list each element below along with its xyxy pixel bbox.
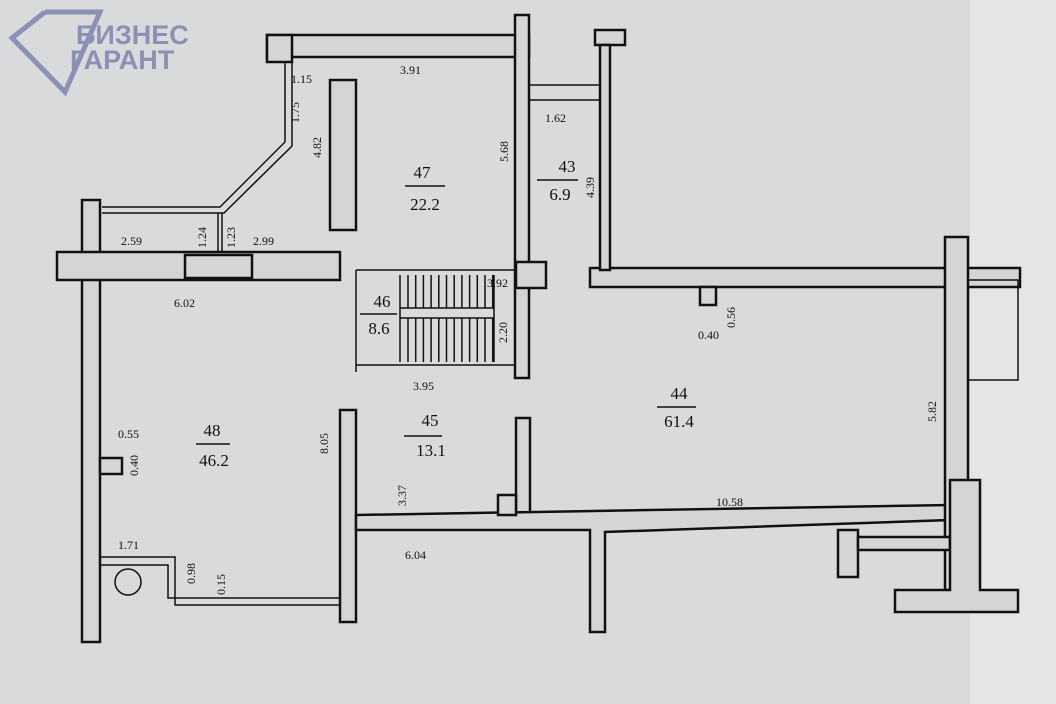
wall (183, 253, 254, 280)
room-47: 47 22.2 (405, 163, 445, 214)
paper-fold (970, 0, 1056, 704)
wall (338, 408, 358, 624)
dimension: 1.71 (118, 538, 139, 552)
dimension: 4.39 (583, 177, 597, 198)
svg-text:45: 45 (422, 411, 439, 430)
wall (598, 43, 612, 272)
wall-with-windows (328, 78, 358, 232)
partition (100, 564, 340, 599)
wall (588, 266, 1022, 289)
staircase (399, 275, 495, 362)
dimension: 3.95 (413, 379, 434, 393)
dimension: 1.23 (224, 227, 238, 248)
dimension: 8.05 (317, 433, 331, 454)
logo: БИЗНЕС ГАРАНТ (8, 9, 189, 97)
svg-text:48: 48 (204, 421, 221, 440)
partitions (100, 62, 1019, 606)
wall (893, 478, 1020, 614)
walls (55, 13, 1022, 644)
partition (102, 62, 293, 214)
svg-text:61.4: 61.4 (664, 412, 694, 431)
dimension: 5.68 (497, 141, 511, 162)
svg-text:22.2: 22.2 (410, 195, 440, 214)
logo-line2: ГАРАНТ (70, 45, 175, 75)
wall (514, 260, 548, 290)
svg-text:46: 46 (374, 292, 391, 311)
dimension: 1.75 (288, 102, 302, 123)
wall (265, 33, 294, 64)
dimension: 2.20 (496, 322, 510, 343)
svg-text:44: 44 (671, 384, 689, 403)
logo-diamond-icon (8, 9, 104, 97)
wall (265, 33, 531, 59)
dimension: 0.40 (698, 328, 719, 342)
dimension: 1.62 (545, 111, 566, 125)
svg-text:13.1: 13.1 (416, 441, 446, 460)
dimension: 6.02 (174, 296, 195, 310)
dimension: 4.82 (310, 137, 324, 158)
dimension: 6.04 (405, 548, 426, 562)
room-48: 48 46.2 (196, 421, 230, 470)
svg-text:6.9: 6.9 (549, 185, 570, 204)
dimension: 0.55 (118, 427, 139, 441)
dimension: 0.56 (724, 307, 738, 328)
dimension: 1.15 (291, 72, 312, 86)
partition (102, 62, 286, 208)
wall (513, 13, 531, 380)
column (98, 456, 124, 476)
wall (593, 28, 627, 47)
dimension: 1.24 (195, 227, 209, 248)
room-46: 468.6 (360, 292, 397, 338)
wall (80, 198, 102, 644)
dimension: 3.92 (487, 276, 508, 290)
svg-text:8.6: 8.6 (368, 319, 389, 338)
ventilation-shaft (114, 568, 142, 596)
dimension: 0.98 (184, 563, 198, 584)
column (496, 493, 518, 517)
dimension: 2.99 (253, 234, 274, 248)
svg-text:43: 43 (559, 157, 576, 176)
dimension: 0.15 (214, 574, 228, 595)
dimension: 2.59 (121, 234, 142, 248)
column (698, 285, 718, 307)
logo-line1: БИЗНЕС (76, 20, 189, 50)
room-45: 45 13.1 (404, 411, 446, 460)
wall (856, 535, 952, 552)
wall (836, 528, 860, 579)
dimension: 3.37 (395, 485, 409, 506)
room-43: 436.9 (537, 157, 578, 204)
dimension-labels: 3.91 1.15 1.75 4.82 5.68 1.62 4.39 2.59 … (118, 63, 939, 595)
dimension: 5.82 (925, 401, 939, 422)
svg-text:47: 47 (414, 163, 432, 182)
svg-text:46.2: 46.2 (199, 451, 229, 470)
wall (514, 416, 532, 517)
partition (968, 279, 1019, 381)
dimension: 3.91 (400, 63, 421, 77)
dimension: 10.58 (716, 495, 743, 509)
room-44: 44 61.4 (657, 384, 696, 431)
dimension: 0.40 (127, 455, 141, 476)
partition (100, 556, 340, 606)
